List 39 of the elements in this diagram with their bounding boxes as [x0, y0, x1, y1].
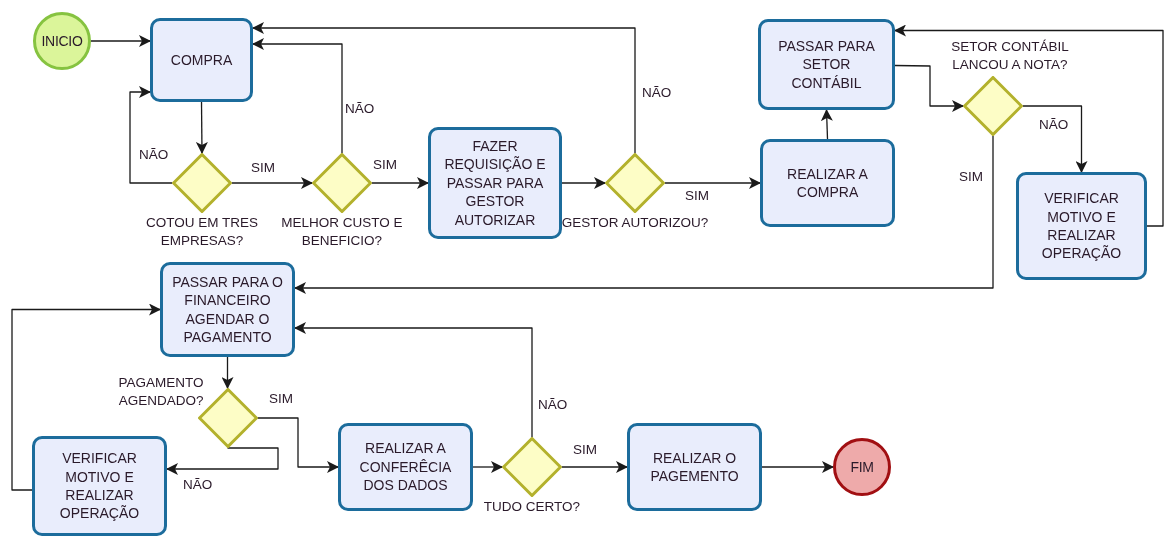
decision-label: GESTOR AUTORIZOU?	[560, 214, 710, 232]
process-box: FAZER REQUISIÇÃO E PASSAR PARA GESTOR AUTORIZAR	[428, 127, 562, 239]
process-box: REALIZAR A CONFERÊCIA DOS DADOS	[338, 423, 473, 511]
process-box: PASSAR PARA O FINANCEIRO AGENDAR O PAGAMENTO	[160, 262, 295, 357]
decision-label: COTOU EM TRES EMPRESAS?	[145, 214, 259, 251]
arrow	[371, 177, 429, 189]
decision-label: MELHOR CUSTO E BENEFICIO?	[280, 214, 404, 251]
arrow	[256, 417, 339, 473]
start-event-circle: INICIO	[33, 12, 91, 70]
arrow	[221, 356, 234, 389]
arrow	[294, 322, 533, 438]
arrow	[1022, 105, 1088, 173]
process-box: REALIZAR O PAGEMENTO	[627, 423, 762, 511]
arrow	[252, 38, 343, 154]
arrow	[894, 64, 964, 112]
arrow	[231, 177, 313, 189]
decision-label: SETOR CONTÁBIL LANCOU A NOTA?	[950, 37, 1070, 74]
arrow	[11, 303, 161, 491]
arrow	[195, 101, 208, 154]
arrow	[894, 24, 1164, 227]
arrow	[129, 86, 173, 184]
decision-label: PAGAMENTO AGENDADO?	[117, 373, 204, 410]
process-box: REALIZAR A COMPRA	[760, 139, 895, 227]
arrow	[472, 461, 503, 473]
process-box: PASSAR PARA SETOR CONTÁBIL	[758, 19, 895, 110]
process-box: COMPRA	[150, 18, 253, 102]
end-event-circle: FIM	[833, 438, 891, 496]
decision-label: TUDO CERTO?	[482, 498, 582, 516]
arrow	[561, 461, 628, 473]
process-box: VERIFICAR MOTIVO E REALIZAR OPERAÇÃO	[32, 436, 167, 536]
arrow	[664, 177, 761, 189]
arrow	[166, 447, 279, 475]
arrow	[761, 461, 834, 473]
arrow	[90, 35, 151, 47]
arrow	[561, 177, 606, 189]
arrow	[294, 135, 994, 294]
process-box: VERIFICAR MOTIVO E REALIZAR OPERAÇÃO	[1016, 172, 1147, 280]
arrow	[820, 109, 833, 140]
arrow	[252, 22, 636, 154]
